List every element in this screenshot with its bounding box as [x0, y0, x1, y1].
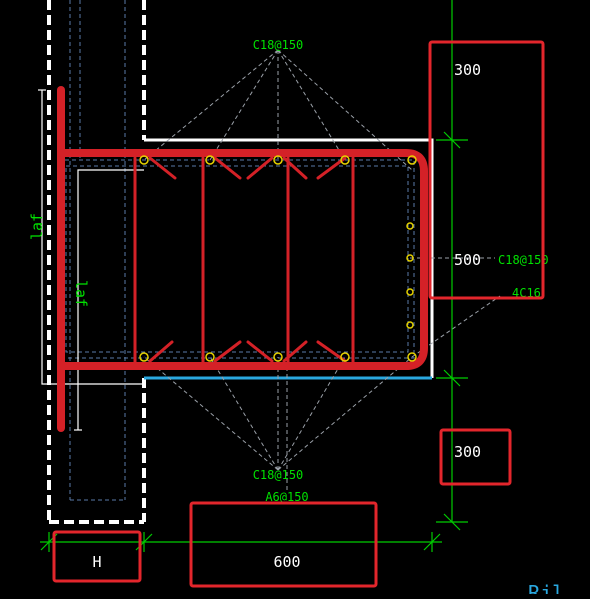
dim-mid-height: 500 — [454, 251, 481, 269]
highlight-boxes — [52, 40, 545, 588]
dim-top-height: 300 — [454, 61, 481, 79]
column-outline — [47, 0, 146, 524]
dim-width: 600 — [273, 553, 300, 571]
highlight-box-vertical-dims — [428, 40, 545, 300]
anchorage-lines — [38, 89, 144, 431]
dim-bottom-height: 300 — [454, 443, 481, 461]
highlight-box-width — [189, 501, 378, 588]
bottom-rebar-callout: C18@150 — [253, 468, 304, 482]
dim-col-width: H — [92, 553, 101, 571]
column-inner-dashed — [69, 0, 126, 501]
vertical-dimension — [436, 0, 468, 531]
rebar-dots — [139, 155, 417, 362]
beam-inner-dashed — [57, 159, 415, 359]
corner-partial-text: Rjl — [528, 581, 564, 594]
horizontal-dimension — [40, 532, 442, 552]
anchor-inner-label: laf — [72, 280, 90, 307]
highlight-box-bottom-dim — [439, 428, 512, 486]
highlight-box-col-width — [52, 530, 142, 583]
side-rebar-callout: C18@150 — [498, 253, 549, 267]
rebar-cage — [57, 86, 428, 432]
anchor-outer-label: laf — [28, 213, 46, 240]
stirrup-callout: A6@150 — [265, 490, 308, 504]
top-rebar-callout: C18@150 — [253, 38, 304, 52]
leader-lines — [143, 49, 501, 492]
